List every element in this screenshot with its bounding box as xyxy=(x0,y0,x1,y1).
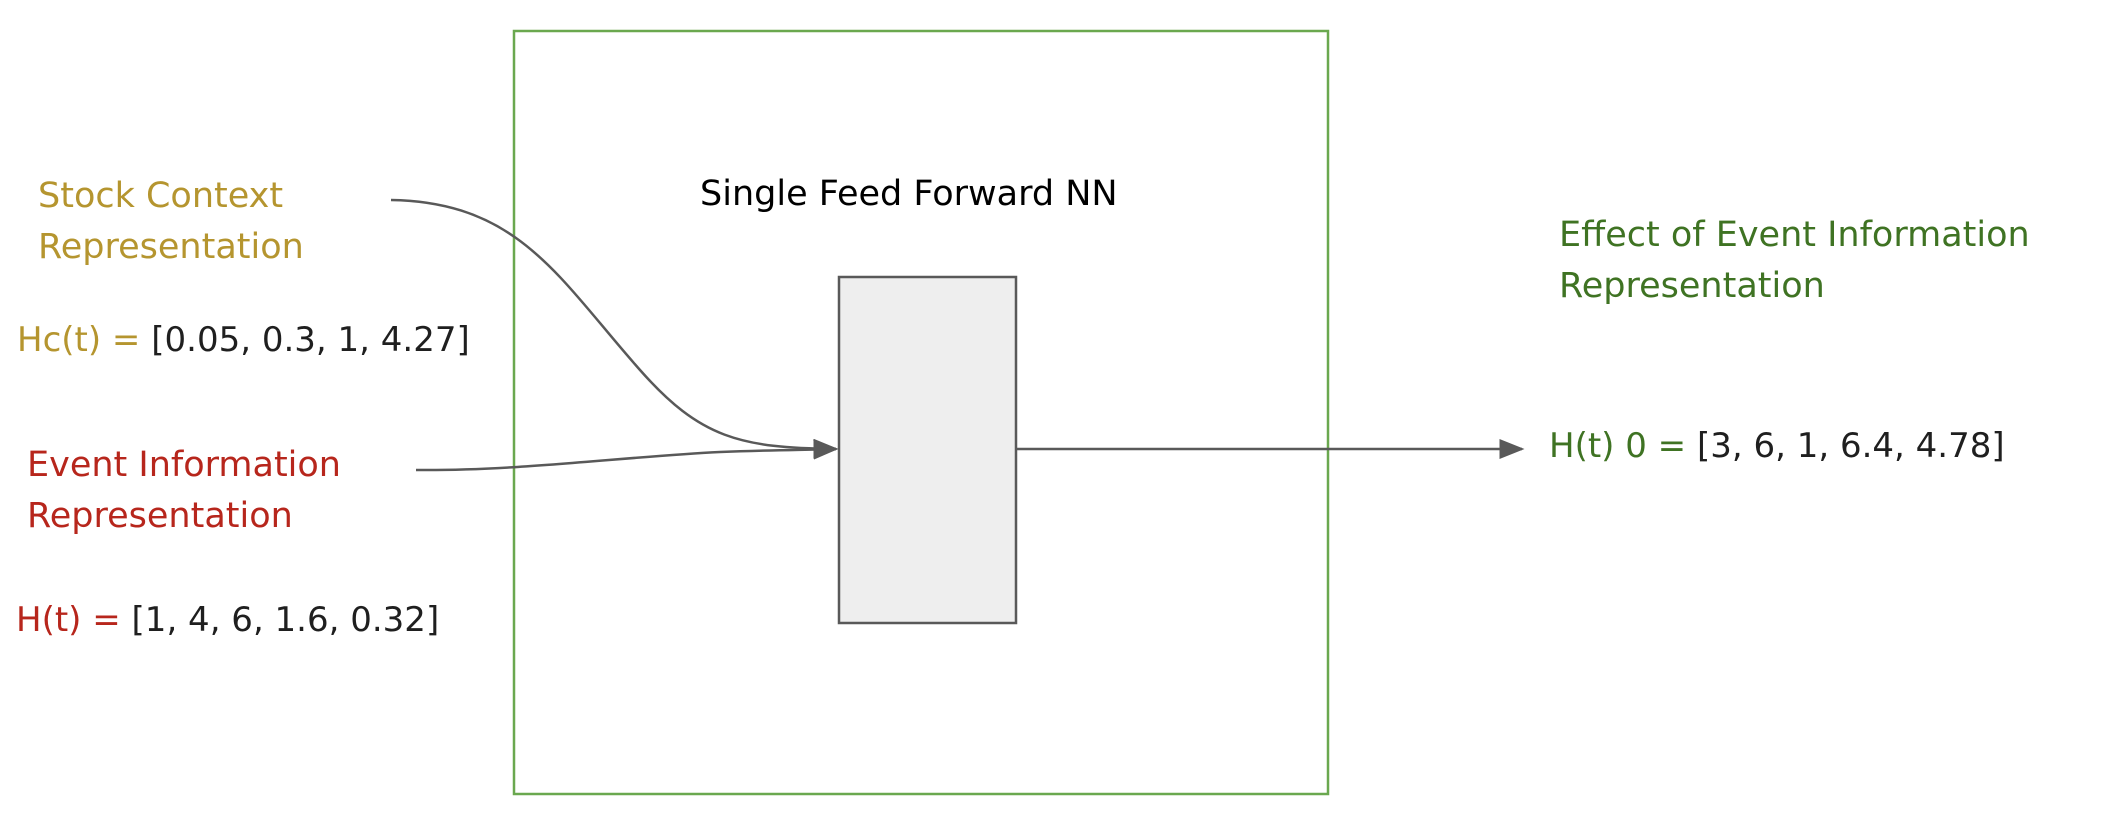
nn-block xyxy=(837,275,1018,625)
effect-eq-value: [3, 6, 1, 6.4, 4.78] xyxy=(1696,426,2005,466)
effect-label-line2: Representation xyxy=(1559,266,1825,306)
stock-context-label-line1: Stock Context xyxy=(38,176,284,216)
event-info-eq-value: [1, 4, 6, 1.6, 0.32] xyxy=(131,600,440,640)
nn-title: Single Feed Forward NN xyxy=(700,174,1118,214)
event-info-label: Event Information Representation xyxy=(27,440,341,542)
event-info-eq-name: H(t) = xyxy=(16,600,121,640)
stock-context-equation: Hc(t) = [0.05, 0.3, 1, 4.27] xyxy=(17,320,470,360)
stock-context-eq-name: Hc(t) = xyxy=(17,320,141,360)
stock-context-eq-value: [0.05, 0.3, 1, 4.27] xyxy=(151,320,470,360)
effect-eq-name: H(t) 0 = xyxy=(1549,426,1687,466)
effect-label: Effect of Event Information Representati… xyxy=(1559,210,2030,312)
event-info-label-line1: Event Information xyxy=(27,445,341,485)
stock-context-label: Stock Context Representation xyxy=(38,171,304,273)
event-info-equation: H(t) = [1, 4, 6, 1.6, 0.32] xyxy=(16,600,439,640)
event-info-label-line2: Representation xyxy=(27,496,293,536)
stock-context-arrow xyxy=(390,198,839,459)
effect-label-line1: Effect of Event Information xyxy=(1559,215,2030,255)
stock-context-label-line2: Representation xyxy=(38,227,304,267)
event-info-arrow xyxy=(415,439,839,472)
effect-equation: H(t) 0 = [3, 6, 1, 6.4, 4.78] xyxy=(1549,426,2005,466)
nn-frame xyxy=(512,29,1330,796)
